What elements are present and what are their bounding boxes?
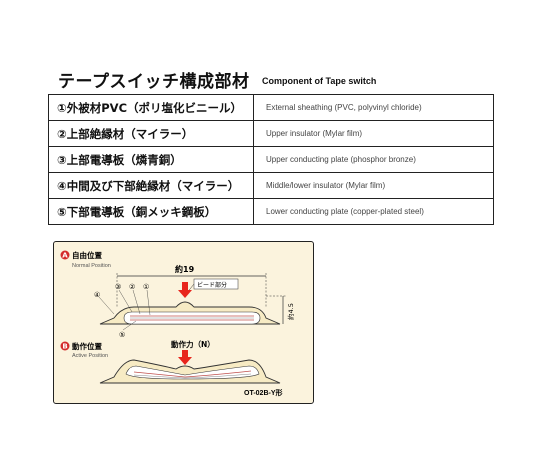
active-force-arrow-icon [178, 350, 192, 365]
part-jp: ④中間及び下部絶縁材（マイラー） [48, 172, 254, 199]
part-en: Lower conducting plate (copper-plated st… [253, 198, 494, 225]
part-en: External sheathing (PVC, polyvinyl chlor… [253, 94, 494, 121]
badge-a-icon [60, 250, 70, 260]
force-arrow-icon [178, 282, 192, 298]
badge-b-letter: B [62, 343, 67, 351]
part-jp: ②上部絶縁材（マイラー） [48, 120, 254, 147]
active-insulator-line [133, 373, 252, 379]
callout-1: ① [143, 283, 149, 291]
leader-3 [118, 289, 133, 313]
height-label: 約4.5 [286, 303, 295, 320]
badge-a-letter: A [62, 252, 68, 260]
section-b-subtitle: Active Position [72, 353, 108, 359]
width-label: 約19 [175, 264, 195, 274]
part-en: Upper conducting plate (phosphor bronze) [253, 146, 494, 173]
leader-4 [98, 296, 115, 315]
title-en: Component of Tape switch [262, 76, 377, 86]
section-a-subtitle: Normal Position [72, 263, 111, 269]
callout-4: ④ [94, 291, 100, 299]
bead-label: ビード部分 [197, 281, 227, 289]
table-row: ④中間及び下部絶縁材（マイラー） Middle/lower insulator … [48, 172, 494, 199]
callout-2: ② [129, 283, 135, 291]
force-label: 動作力（N） [171, 339, 215, 349]
table-row: ②上部絶縁材（マイラー） Upper insulator (Mylar film… [48, 120, 494, 147]
callout-5: ⑤ [119, 331, 125, 339]
table-row: ③上部電導板（燐青銅） Upper conducting plate (phos… [48, 146, 494, 173]
leader-2 [132, 289, 141, 315]
active-conductor-line [133, 370, 252, 378]
parts-table: ①外被材PVC（ポリ塩化ビニール） External sheathing (PV… [48, 94, 494, 225]
callout-3: ③ [115, 283, 121, 291]
part-jp: ③上部電導板（燐青銅） [48, 146, 254, 173]
model-label: OT-02B-Y形 [244, 388, 283, 397]
part-jp: ①外被材PVC（ポリ塩化ビニール） [48, 94, 254, 121]
part-en: Middle/lower insulator (Mylar film) [253, 172, 494, 199]
section-b-title: 動作位置 [72, 341, 102, 351]
section-a-title: 自由位置 [72, 250, 102, 260]
table-row: ①外被材PVC（ポリ塩化ビニール） External sheathing (PV… [48, 94, 494, 121]
part-en: Upper insulator (Mylar film) [253, 120, 494, 147]
leader-1 [146, 289, 151, 316]
table-row: ⑤下部電導板（銅メッキ鋼板） Lower conducting plate (c… [48, 198, 494, 225]
cross-section-svg: A 自由位置 Normal Position 約19 ビード部分 約4.5 ④ … [60, 250, 295, 397]
badge-b-icon [60, 341, 70, 351]
cross-section-diagram: A 自由位置 Normal Position 約19 ビード部分 約4.5 ④ … [53, 241, 314, 404]
title-jp: テープスイッチ構成部材 [58, 72, 250, 92]
leader-5 [122, 320, 137, 331]
part-jp: ⑤下部電導板（銅メッキ鋼板） [48, 198, 254, 225]
